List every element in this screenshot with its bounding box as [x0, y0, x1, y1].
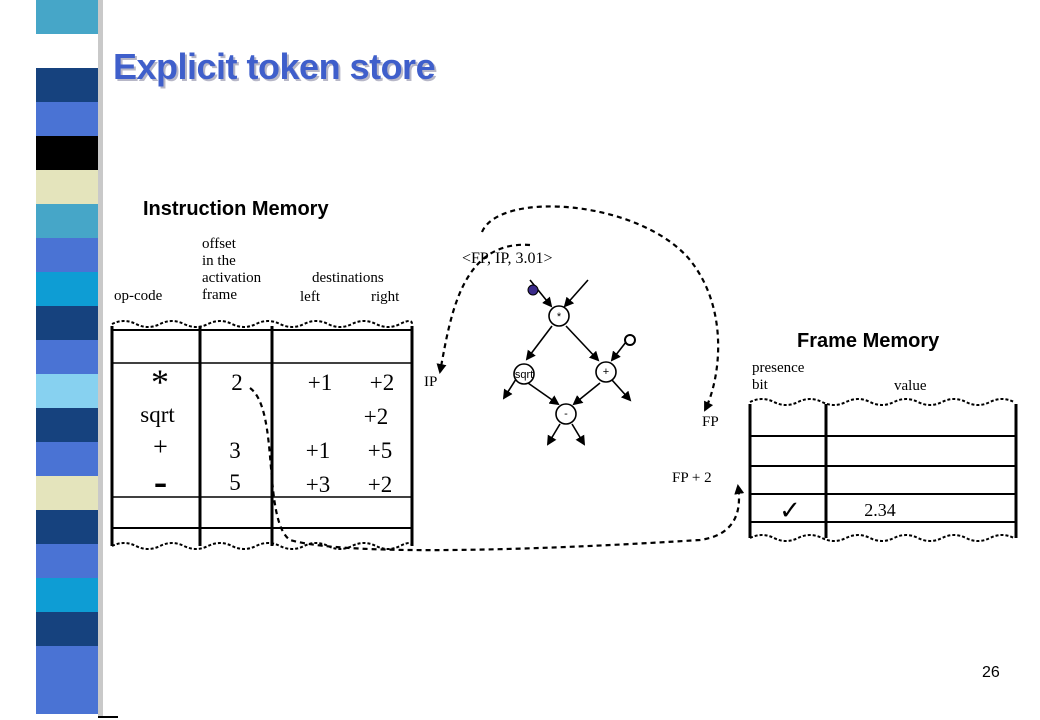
dataflow-graph: [502, 279, 636, 446]
strip-block: [36, 340, 98, 374]
decorative-strip: [36, 0, 98, 718]
offset-header: offset in the activation frame: [202, 236, 261, 304]
token-dot: [527, 284, 539, 296]
add-to-sub-arc: [572, 382, 601, 406]
sub-node-label: -: [564, 408, 568, 420]
offset-cell: 2: [231, 370, 243, 395]
strip-block: [36, 170, 98, 204]
left-header: left: [300, 289, 320, 305]
fp2-label: FP + 2: [672, 470, 712, 486]
check-icon: ✓: [779, 496, 801, 526]
right-header: right: [371, 289, 400, 305]
offset-header-line: activation: [202, 270, 262, 286]
opcode-cell: sqrt: [140, 402, 175, 427]
left-dest-cell: +3: [305, 472, 331, 497]
page-title: Explicit token store: [113, 46, 436, 87]
mul-to-sqrt-arc: [525, 325, 553, 361]
opcode-cell: *: [151, 362, 169, 402]
opcode-cell: -: [153, 459, 168, 504]
strip-block: [36, 238, 98, 272]
strip-block: [36, 578, 98, 612]
strip-block: [36, 136, 98, 170]
strip-block: [36, 102, 98, 136]
ip-pointer-arrow: [436, 243, 531, 374]
input-arc: [563, 279, 589, 308]
sqrt-node: [513, 363, 535, 385]
mul-node: [548, 305, 570, 327]
instruction-memory-table: [110, 320, 414, 550]
left-dest-cell: +1: [307, 370, 333, 395]
strip-block: [36, 272, 98, 306]
strip-block: [36, 544, 98, 578]
offset-header-line: in the: [202, 253, 236, 269]
presence-header-line: bit: [752, 377, 768, 393]
add-output-arc: [611, 379, 632, 402]
sub-node: [555, 403, 577, 425]
strip-block: [36, 204, 98, 238]
strip-block: [36, 68, 98, 102]
right-dest-cell: +2: [369, 370, 395, 395]
token-label: <FP, IP, 3.01>: [462, 250, 553, 267]
fp-label: FP: [702, 414, 719, 430]
strip-base-line: [98, 716, 118, 718]
opcode-cell: +: [153, 432, 168, 461]
opcode-header: op-code: [114, 288, 163, 304]
strip-block: [36, 0, 98, 34]
strip-block: [36, 306, 98, 340]
strip-block: [36, 680, 98, 714]
right-dest-cell: +5: [367, 438, 393, 463]
right-dest-cell: +2: [367, 472, 393, 497]
strip-block: [36, 442, 98, 476]
stored-value-cell: 2.34: [864, 500, 896, 520]
ip-label: IP: [424, 374, 438, 390]
fp-pointer-arrow: [480, 205, 720, 412]
mul-node-label: *: [557, 311, 562, 323]
add-node-label: +: [603, 366, 609, 378]
strip-block: [36, 646, 98, 680]
presence-bit-header: presence bit: [752, 360, 804, 394]
strip-block: [36, 374, 98, 408]
add-node: [595, 361, 617, 383]
frame-offset-arrow: [249, 387, 745, 552]
empty-token-dot: [624, 334, 636, 346]
sub-output-arc: [571, 423, 586, 446]
frame-memory-title: Frame Memory: [797, 330, 940, 352]
right-dest-cell: +2: [363, 404, 389, 429]
sub-output-arc: [546, 423, 561, 446]
offset-cell: 5: [229, 470, 241, 495]
input-arc: [610, 341, 627, 362]
instruction-memory-title: Instruction Memory: [143, 198, 329, 220]
offset-cell: 3: [229, 438, 241, 463]
strip-block: [36, 476, 98, 510]
sqrt-node-label: sqrt: [515, 369, 533, 381]
offset-header-line: frame: [202, 287, 237, 303]
strip-block: [36, 612, 98, 646]
sqrt-to-sub-arc: [527, 382, 560, 406]
strip-block: [36, 510, 98, 544]
mul-to-add-arc: [565, 325, 600, 362]
destinations-header: destinations: [312, 270, 384, 286]
strip-shadow: [98, 0, 103, 718]
presence-header-line: presence: [752, 360, 805, 376]
strip-block: [36, 408, 98, 442]
strip-block: [36, 34, 98, 68]
token-arc: [529, 279, 553, 308]
value-header: value: [894, 378, 927, 394]
offset-header-line: offset: [202, 236, 236, 252]
frame-memory-table: [748, 398, 1018, 542]
page-number: 26: [982, 664, 1000, 681]
left-dest-cell: +1: [305, 438, 331, 463]
